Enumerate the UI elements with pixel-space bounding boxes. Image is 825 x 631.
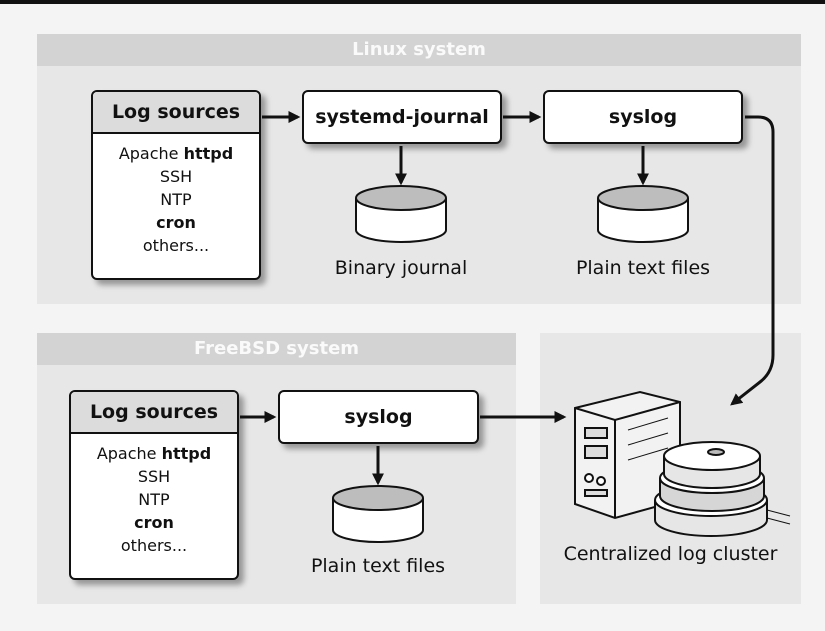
linux-log-sources-box: Log sources Apache httpd SSH NTP cron ot… — [91, 90, 261, 280]
server-cluster-icon — [574, 390, 791, 537]
linux-log-sources-title: Log sources — [93, 92, 259, 134]
source-item: NTP — [138, 490, 170, 509]
systemd-journal-box: systemd-journal — [302, 90, 502, 144]
source-item: Apache httpd — [118, 144, 234, 163]
linux-system-title: Linux system — [37, 34, 801, 66]
linux-plain-text-database-icon — [597, 185, 689, 243]
freebsd-log-sources-list: Apache httpd SSH NTP cron others... — [71, 434, 237, 557]
linux-log-sources-list: Apache httpd SSH NTP cron others... — [93, 134, 259, 257]
linux-syslog-label: syslog — [608, 106, 678, 128]
source-item: SSH — [159, 167, 193, 186]
linux-syslog-box: syslog — [543, 90, 743, 144]
binary-journal-label: Binary journal — [334, 257, 468, 279]
source-item: others... — [120, 536, 188, 555]
source-item: NTP — [160, 190, 192, 209]
freebsd-system-title: FreeBSD system — [37, 333, 516, 365]
source-item: cron — [156, 213, 196, 232]
systemd-journal-label: systemd-journal — [315, 106, 489, 128]
freebsd-syslog-box: syslog — [278, 390, 479, 444]
linux-plain-text-files-label: Plain text files — [575, 257, 711, 279]
top-rule — [0, 0, 825, 4]
freebsd-log-sources-title: Log sources — [71, 392, 237, 434]
binary-journal-database-icon — [355, 185, 447, 243]
arrow-linux-syslog-to-cluster — [730, 115, 775, 406]
freebsd-plain-text-files-label: Plain text files — [310, 555, 446, 577]
source-item: Apache httpd — [96, 444, 212, 463]
cluster-label: Centralized log cluster — [563, 543, 778, 565]
source-item: SSH — [137, 467, 171, 486]
source-item: cron — [134, 513, 174, 532]
freebsd-log-sources-box: Log sources Apache httpd SSH NTP cron ot… — [69, 390, 239, 580]
source-item: others... — [142, 236, 210, 255]
freebsd-syslog-label: syslog — [344, 406, 413, 428]
freebsd-plain-text-database-icon — [332, 485, 424, 543]
